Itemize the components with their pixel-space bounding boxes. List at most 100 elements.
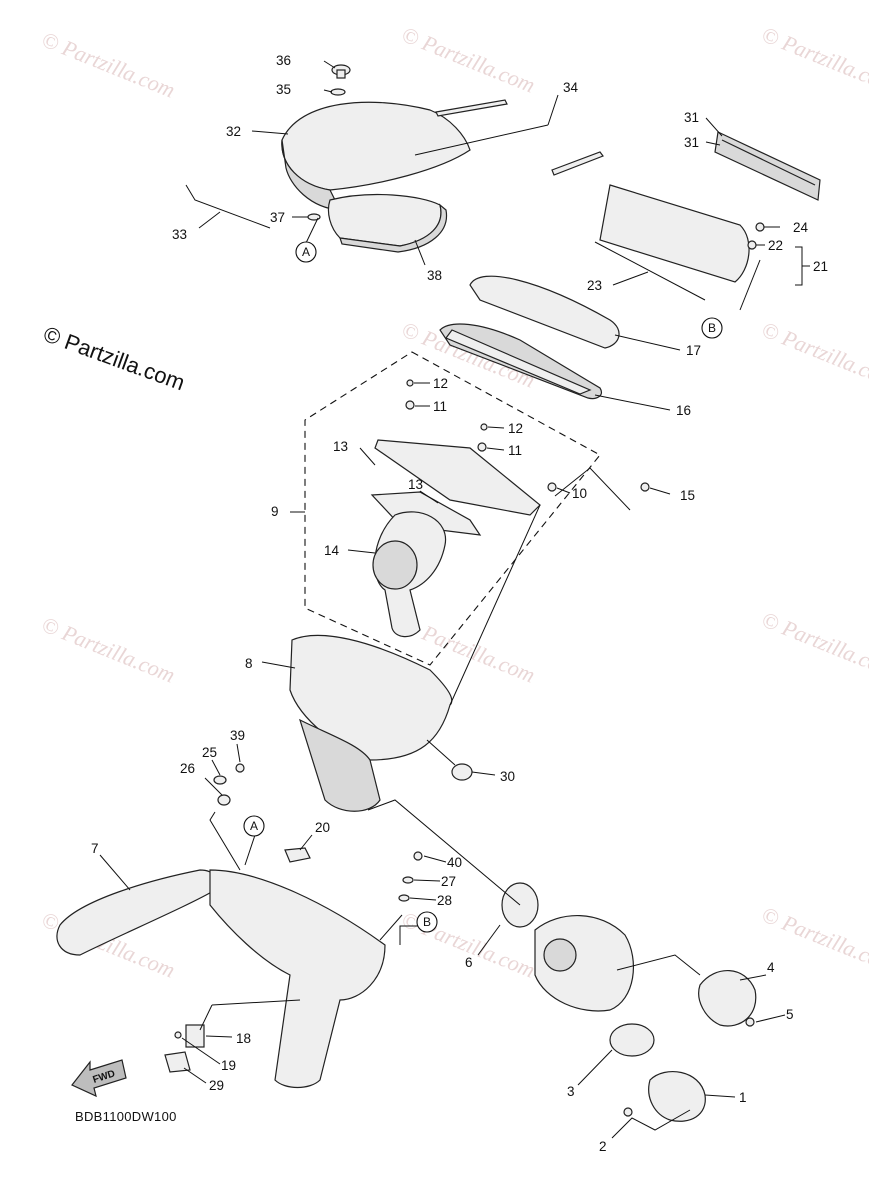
callout-labels: 36 35 32 34 31 31 33 37 38 24 22 21 23 1… [91,53,828,1154]
part-washer-27 [402,876,414,884]
part-clip-20 [284,847,311,863]
part-bolt-39 [235,763,245,773]
callout-7: 7 [91,841,99,856]
part-plug-30 [451,763,473,781]
part-joint-1 [648,1071,706,1122]
part-clip-29 [164,1051,191,1073]
callout-3: 3 [567,1084,575,1099]
watermark: © Partzilla.com [758,606,869,682]
part-illustrations [56,64,821,1122]
reference-markers: A B A B [243,241,723,933]
callout-11: 11 [508,443,522,458]
part-seal-31b [721,139,816,186]
callout-25: 25 [202,745,217,760]
leader-lines [99,60,810,1139]
part-bolt-15 [640,482,650,492]
part-bolt-12b [480,423,488,431]
copyright-notice: © Partzilla.com [40,321,188,395]
callout-11: 11 [433,399,447,414]
callout-29: 29 [209,1078,224,1093]
ref-marker-a: A [302,245,310,259]
callout-32: 32 [226,124,241,139]
watermark: © Partzilla.com [758,316,869,392]
callout-18: 18 [236,1031,251,1046]
part-cover-38-edge [339,203,448,253]
fwd-arrow-icon: FWD [71,1059,127,1098]
part-bolt-11b [477,442,487,452]
part-panel-21 [599,184,750,283]
watermark: © Partzilla.com [398,21,538,97]
part-inlet-body [209,869,386,1089]
part-seal-31 [714,131,821,201]
part-filter-16-top [445,329,592,395]
part-bolt-5 [745,1017,755,1027]
callout-31: 31 [684,110,699,125]
part-cap-36-stem [336,69,346,79]
watermark: © Partzilla.com [38,26,178,102]
ref-marker-b: B [423,915,431,929]
callout-34: 34 [563,80,579,95]
part-grommet-37 [307,213,321,221]
callout-16: 16 [676,403,691,418]
part-bolt-10 [547,482,557,492]
callout-36: 36 [276,53,291,68]
callout-12: 12 [433,376,448,391]
callout-8: 8 [245,656,253,671]
part-throttle-bore [543,938,577,972]
callout-5: 5 [786,1007,794,1022]
ref-marker-b: B [708,321,716,335]
part-washer-28 [398,894,410,902]
watermark: © Partzilla.com [758,901,869,977]
callout-9: 9 [271,504,279,519]
part-wire-33 [185,184,271,229]
part-bolt-22 [747,240,757,250]
callout-10: 10 [572,486,587,501]
callout-4: 4 [767,960,775,975]
diagram-code: BDB1100DW100 [75,1109,177,1124]
callout-28: 28 [437,893,452,908]
part-nut-26 [217,794,231,806]
part-frame-17 [469,275,620,349]
part-clamp-3 [609,1023,655,1057]
callout-40: 40 [447,855,462,870]
part-washer-25 [213,775,227,785]
callout-35: 35 [276,82,291,97]
part-airbox-8-duct [299,718,381,812]
ref-marker-a: A [250,819,258,833]
callout-13: 13 [408,477,423,492]
callout-2: 2 [599,1139,607,1154]
watermark: © Partzilla.com [758,21,869,97]
part-bolt-24 [755,222,765,232]
watermark: © Partzilla.com [38,611,178,687]
part-cover-4 [698,970,757,1027]
assembly-9-outline [304,351,601,666]
callout-6: 6 [465,955,473,970]
part-bolt-12a [406,379,414,387]
part-strip-34 [435,99,508,117]
callout-39: 39 [230,728,245,743]
callout-14: 14 [324,543,340,558]
callout-33: 33 [172,227,187,242]
part-funnel-14-ball [372,540,418,590]
callout-30: 30 [500,769,515,784]
part-screw-2 [623,1107,633,1117]
part-wire-23 [594,241,706,301]
part-bolt-11a [405,400,415,410]
callout-27: 27 [441,874,456,889]
part-grid-9 [374,439,541,516]
callout-23: 23 [587,278,602,293]
callout-1: 1 [739,1090,747,1105]
part-bolt-40 [413,851,423,861]
part-bolt-19 [174,1031,182,1039]
callout-20: 20 [315,820,330,835]
callout-17: 17 [686,343,701,358]
part-washer-35 [330,88,346,96]
callout-12: 12 [508,421,523,436]
callout-19: 19 [221,1058,236,1073]
callout-22: 22 [768,238,783,253]
callout-15: 15 [680,488,695,503]
callout-38: 38 [427,268,442,283]
callout-24: 24 [793,220,809,235]
